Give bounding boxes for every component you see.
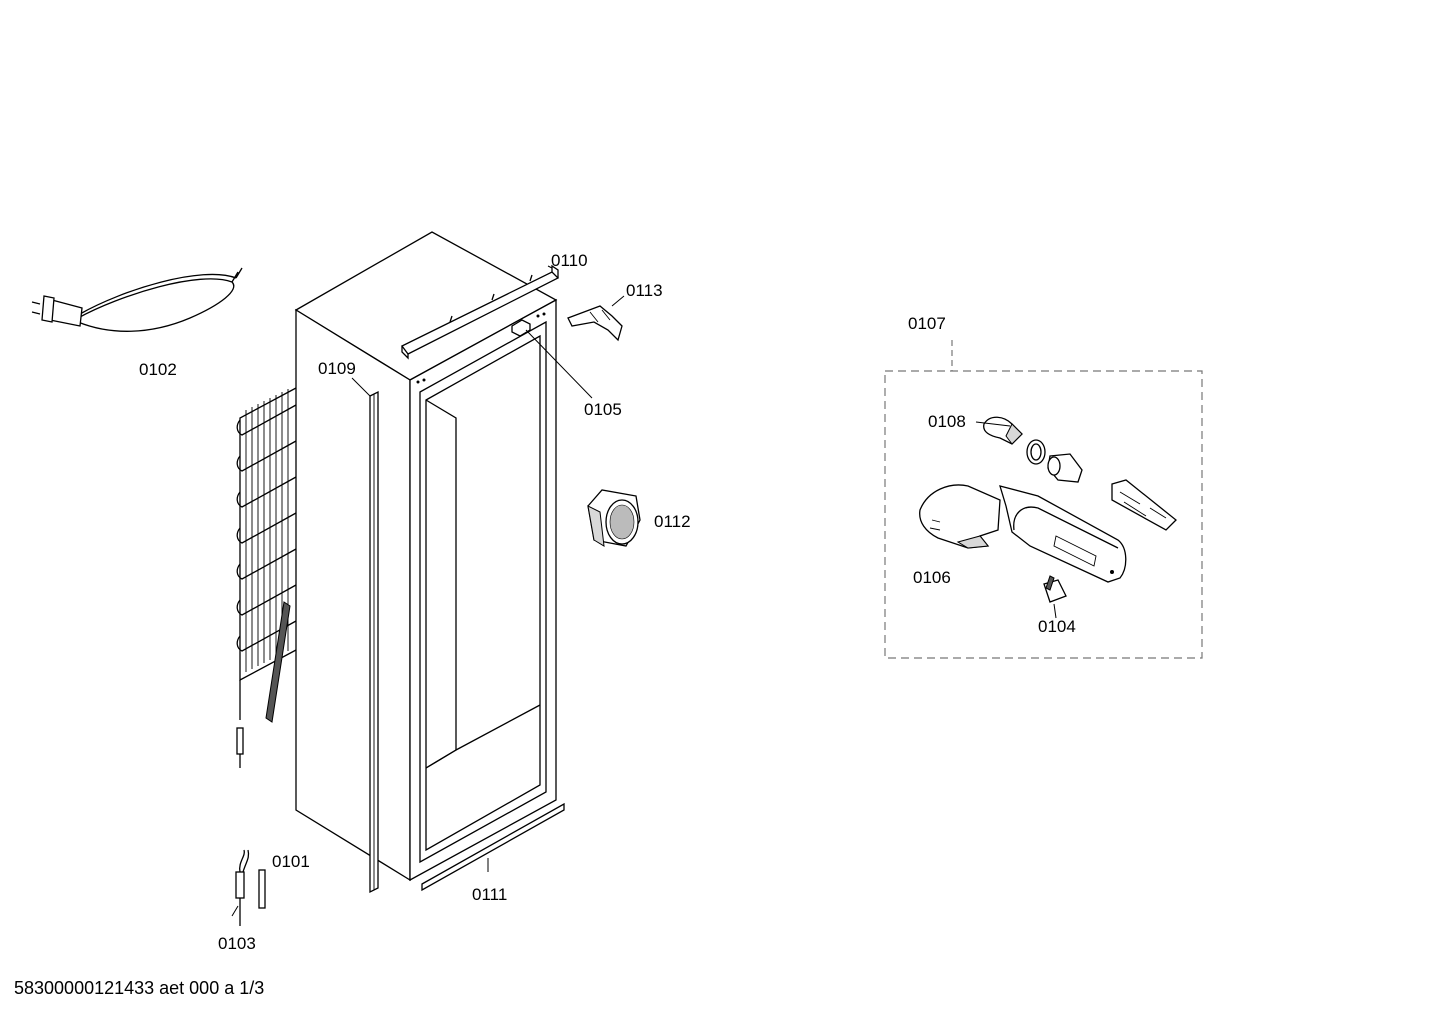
label-0103: 0103 bbox=[218, 934, 256, 953]
lamp-assembly-group bbox=[884, 340, 1203, 659]
label-0101: 0101 bbox=[272, 852, 310, 871]
label-0104: 0104 bbox=[1038, 617, 1076, 636]
label-0109: 0109 bbox=[318, 359, 356, 378]
label-0107: 0107 bbox=[908, 314, 946, 333]
label-0106: 0106 bbox=[913, 568, 951, 587]
fan-part bbox=[587, 489, 641, 547]
label-0102: 0102 bbox=[139, 360, 177, 379]
seal-strip-part bbox=[369, 390, 379, 894]
sensor-part bbox=[235, 849, 266, 926]
document-id: 58300000121433 aet 000 a 1/3 bbox=[14, 978, 265, 998]
leader-lines bbox=[231, 265, 1057, 917]
cabinet-body bbox=[294, 231, 558, 882]
label-0108: 0108 bbox=[928, 412, 966, 431]
label-0110: 0110 bbox=[551, 251, 588, 270]
condenser-coil-part bbox=[236, 387, 297, 768]
bottom-strip-part bbox=[421, 802, 565, 892]
label-0113: 0113 bbox=[626, 281, 663, 300]
switch-part bbox=[511, 319, 531, 337]
bracket-part bbox=[567, 305, 623, 342]
label-0105: 0105 bbox=[584, 400, 622, 419]
label-0111: 0111 bbox=[472, 885, 507, 904]
top-rail-part bbox=[401, 264, 560, 360]
label-0112: 0112 bbox=[654, 512, 691, 531]
part-labels: 0102 0110 0113 0109 0105 0112 0101 0111 … bbox=[139, 251, 1076, 953]
power-cord-part bbox=[31, 267, 243, 332]
